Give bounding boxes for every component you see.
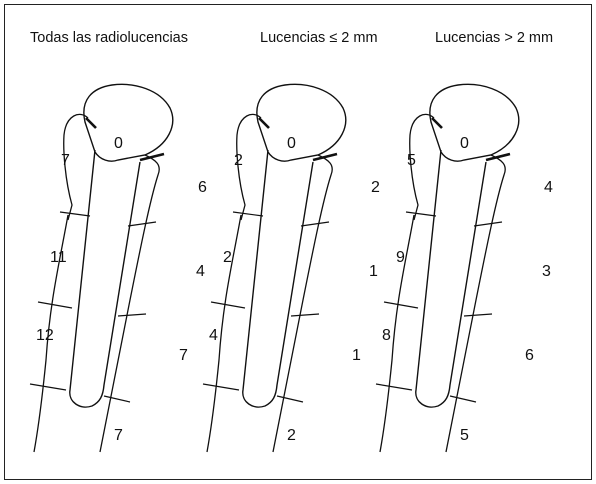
- zone-boundary-tick: [203, 384, 239, 390]
- zone-count-z3: 4: [209, 327, 218, 344]
- zone-count-z7: 2: [371, 179, 380, 196]
- zone-boundary-tick: [30, 384, 66, 390]
- head-collar-mark: [432, 118, 442, 128]
- zone-boundary-tick: [211, 302, 245, 308]
- medial-cortex-line: [273, 155, 332, 452]
- prosthesis-stem-outline: [70, 150, 140, 407]
- medial-cortex-line: [446, 155, 505, 452]
- zone-count-z5: 6: [525, 347, 534, 364]
- head-collar-mark: [86, 118, 96, 128]
- stem-panel-all: 7 0 11 12 7 7 4 6: [30, 84, 207, 452]
- zone-count-z1: 2: [234, 152, 243, 169]
- zone-boundary-tick: [406, 212, 436, 216]
- zone-count-z6: 3: [542, 263, 551, 280]
- zone-count-z4: 5: [460, 427, 469, 444]
- zone-boundary-tick: [60, 212, 90, 216]
- prosthesis-stem-outline: [416, 150, 486, 407]
- zone-boundary-tick: [464, 314, 492, 316]
- zone-boundary-tick: [301, 222, 329, 226]
- zone-count-z5: 7: [179, 347, 188, 364]
- zone-count-z6: 4: [196, 263, 205, 280]
- zone-count-tip: 0: [114, 135, 123, 152]
- zone-count-z3: 12: [36, 327, 54, 344]
- zone-boundary-tick: [450, 396, 476, 402]
- stem-panel-small: 2 0 2 4 2 1 1 2: [203, 84, 380, 452]
- zone-count-tip: 0: [287, 135, 296, 152]
- zone-boundary-tick: [474, 222, 502, 226]
- zone-boundary-tick: [233, 212, 263, 216]
- zone-boundary-tick: [291, 314, 319, 316]
- prosthesis-stem-outline: [243, 150, 313, 407]
- zone-count-z2: 9: [396, 249, 405, 266]
- prosthesis-head-outline: [257, 84, 346, 161]
- zone-count-tip: 0: [460, 135, 469, 152]
- zone-boundary-tick: [38, 302, 72, 308]
- zone-count-z4: 2: [287, 427, 296, 444]
- stem-panel-large: 5 0 9 8 5 6 3 4: [376, 84, 553, 452]
- zone-count-z4: 7: [114, 427, 123, 444]
- zone-boundary-tick: [376, 384, 412, 390]
- zone-count-z7: 6: [198, 179, 207, 196]
- prosthesis-head-outline: [84, 84, 173, 161]
- zone-boundary-tick: [384, 302, 418, 308]
- head-collar-mark: [259, 118, 269, 128]
- zone-count-z6: 1: [369, 263, 378, 280]
- zone-count-z7: 4: [544, 179, 553, 196]
- zone-boundary-tick: [128, 222, 156, 226]
- zone-count-z2: 2: [223, 249, 232, 266]
- prosthesis-head-outline: [430, 84, 519, 161]
- zone-count-z5: 1: [352, 347, 361, 364]
- zone-boundary-tick: [277, 396, 303, 402]
- zone-count-z2: 11: [50, 249, 67, 266]
- medial-cortex-line: [100, 155, 159, 452]
- zone-boundary-tick: [104, 396, 130, 402]
- zone-boundary-tick: [118, 314, 146, 316]
- zone-count-z3: 8: [382, 327, 391, 344]
- zone-count-z1: 7: [61, 152, 70, 169]
- zone-count-z1: 5: [407, 152, 416, 169]
